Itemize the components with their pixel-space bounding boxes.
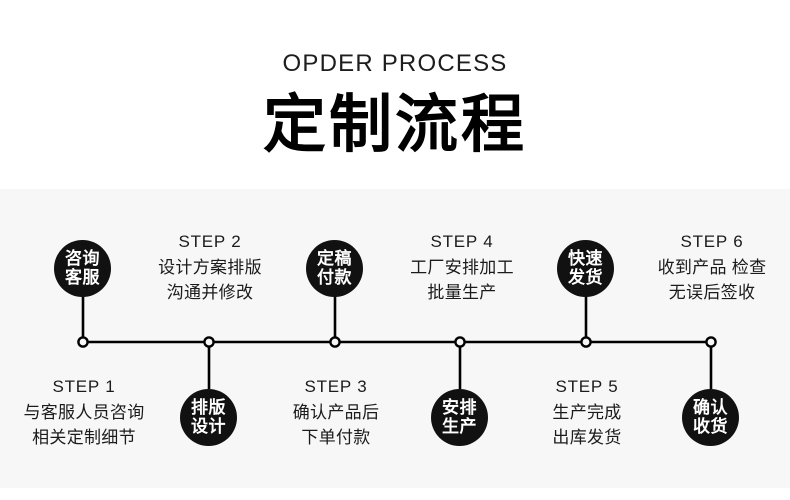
step-bubble-3-line-2: 付款	[317, 267, 352, 287]
step-bubble-1-line-2: 客服	[65, 267, 100, 287]
footer-strip	[0, 488, 790, 500]
step-5-label: STEP 5	[555, 377, 619, 396]
step-2-desc-line-2: 沟通并修改	[166, 283, 254, 303]
header-eyebrow: OPDER PROCESS	[282, 50, 508, 77]
step-bubble-3[interactable]: 定稿 付款	[306, 240, 363, 297]
step-bubble-5-line-2: 发货	[568, 267, 603, 287]
step-bubble-2-line-1: 排版	[191, 398, 226, 418]
step-6-description: 收到产品 检查 无误后签收	[612, 255, 790, 306]
step-text-6: STEP 6 收到产品 检查 无误后签收	[612, 230, 790, 306]
step-3-description: 确认产品后 下单付款	[236, 400, 436, 451]
step-bubble-6-line-1: 确认	[693, 398, 728, 418]
step-1-label: STEP 1	[52, 377, 116, 396]
step-4-label: STEP 4	[430, 232, 494, 251]
step-4-desc-line-2: 批量生产	[427, 283, 497, 303]
step-2-description: 设计方案排版 沟通并修改	[110, 255, 310, 306]
step-5-desc-line-2: 出库发货	[552, 428, 622, 448]
step-2-label: STEP 2	[178, 232, 242, 251]
step-6-desc-line-2: 无误后签收	[668, 283, 756, 303]
step-bubble-2[interactable]: 排版 设计	[180, 389, 237, 446]
step-4-desc-line-1: 工厂安排加工	[410, 257, 514, 277]
step-text-5: STEP 5 生产完成 出库发货	[487, 375, 687, 451]
step-bubble-3-line-1: 定稿	[317, 249, 352, 269]
step-bubble-6-line-2: 收货	[693, 416, 728, 436]
step-bubble-4-line-1: 安排	[442, 398, 477, 418]
page-title: 定制流程	[263, 90, 527, 160]
step-bubble-1-line-1: 咨询	[65, 249, 100, 269]
process-diagram-band	[0, 189, 790, 488]
step-bubble-4-line-2: 生产	[442, 416, 477, 436]
step-bubble-6[interactable]: 确认 收货	[682, 389, 739, 446]
step-6-desc-line-1: 收到产品 检查	[657, 257, 767, 277]
step-4-description: 工厂安排加工 批量生产	[362, 255, 562, 306]
step-3-desc-line-1: 确认产品后	[292, 402, 380, 422]
step-2-desc-line-1: 设计方案排版	[158, 257, 262, 277]
step-bubble-2-line-2: 设计	[191, 416, 226, 436]
step-1-desc-line-1: 与客服人员咨询	[23, 402, 145, 422]
step-3-label: STEP 3	[304, 377, 368, 396]
step-bubble-5[interactable]: 快速 发货	[557, 240, 614, 297]
step-1-desc-line-2: 相关定制细节	[32, 428, 136, 448]
step-text-3: STEP 3 确认产品后 下单付款	[236, 375, 436, 451]
step-text-1: STEP 1 与客服人员咨询 相关定制细节	[0, 375, 184, 451]
step-5-desc-line-1: 生产完成	[552, 402, 622, 422]
step-text-2: STEP 2 设计方案排版 沟通并修改	[110, 230, 310, 306]
step-bubble-1[interactable]: 咨询 客服	[54, 240, 111, 297]
step-3-desc-line-2: 下单付款	[301, 428, 371, 448]
page-header: OPDER PROCESS 定制流程	[0, 0, 790, 189]
step-1-description: 与客服人员咨询 相关定制细节	[0, 400, 184, 451]
step-5-description: 生产完成 出库发货	[487, 400, 687, 451]
step-6-label: STEP 6	[680, 232, 744, 251]
step-bubble-5-line-1: 快速	[568, 249, 603, 269]
step-text-4: STEP 4 工厂安排加工 批量生产	[362, 230, 562, 306]
step-bubble-4[interactable]: 安排 生产	[431, 389, 488, 446]
